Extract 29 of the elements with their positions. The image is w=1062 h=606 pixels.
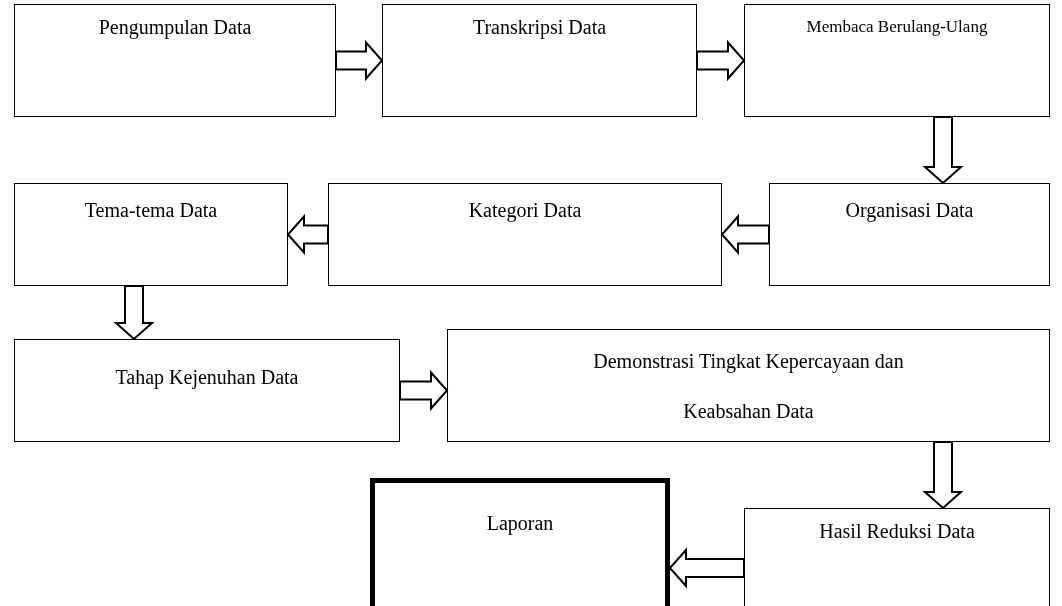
process-box bbox=[14, 183, 288, 286]
block-arrow bbox=[335, 39, 384, 82]
block-arrow bbox=[922, 441, 964, 510]
box-label: Membaca Berulang-Ulang bbox=[805, 16, 989, 38]
process-box bbox=[744, 4, 1050, 117]
block-arrow bbox=[720, 213, 770, 256]
block-arrow bbox=[922, 116, 964, 185]
box-label: Transkripsi Data bbox=[471, 15, 608, 39]
process-box bbox=[328, 183, 722, 286]
box-label: Laporan bbox=[485, 511, 555, 535]
box-label: Pengumpulan Data bbox=[97, 15, 253, 39]
block-arrow bbox=[399, 369, 449, 412]
box-label: Organisasi Data bbox=[844, 198, 975, 222]
block-arrow bbox=[696, 39, 746, 82]
box-label: Demonstrasi Tingkat Kepercayaan dan Keabsahan Data bbox=[592, 349, 905, 424]
block-arrow bbox=[286, 213, 329, 256]
process-box bbox=[447, 329, 1050, 442]
box-label: Tahap Kejenuhan Data bbox=[114, 365, 300, 389]
box-label: Tema-tema Data bbox=[83, 198, 219, 222]
process-box bbox=[769, 183, 1050, 286]
block-arrow bbox=[668, 547, 745, 589]
block-arrow bbox=[113, 285, 155, 341]
box-label: Hasil Reduksi Data bbox=[818, 519, 976, 543]
process-box bbox=[14, 4, 336, 117]
process-box bbox=[370, 478, 670, 606]
process-box bbox=[744, 508, 1050, 606]
box-label: Kategori Data bbox=[467, 198, 583, 222]
process-box bbox=[14, 339, 400, 442]
process-box bbox=[382, 4, 697, 117]
